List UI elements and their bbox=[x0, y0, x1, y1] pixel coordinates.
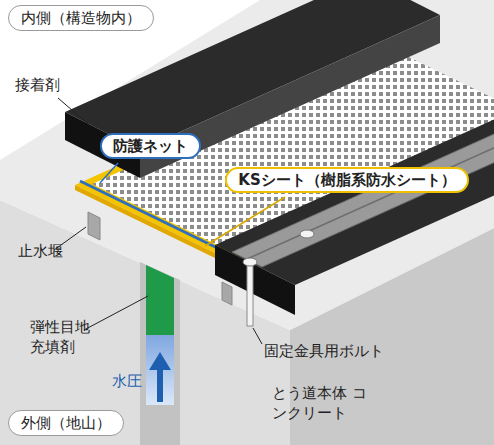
part-label: 止水堰 bbox=[18, 242, 63, 262]
callout-box: 防護ネット bbox=[100, 133, 201, 159]
area-tag: 外側（地山） bbox=[8, 410, 124, 436]
bolt-head bbox=[243, 258, 257, 266]
leader-line bbox=[84, 296, 148, 330]
area-tag: 内側（構造物内） bbox=[8, 5, 154, 31]
box-text: 防護ネット bbox=[113, 137, 188, 155]
bolt-head bbox=[300, 230, 314, 238]
joint-filler bbox=[146, 265, 174, 335]
pressure-arrow bbox=[157, 368, 163, 402]
joint-groove bbox=[140, 262, 180, 445]
leader-line bbox=[205, 197, 285, 246]
leader-line bbox=[253, 328, 262, 344]
box-text: 外側（地山） bbox=[21, 414, 111, 432]
adhesive-top bbox=[215, 110, 494, 285]
leader-line bbox=[58, 98, 88, 124]
callout-box: KSシート（樹脂系防水シート） bbox=[225, 167, 469, 193]
part-label: 弾性目地 充填剤 bbox=[30, 318, 96, 357]
pressure-arrowhead bbox=[149, 352, 171, 370]
leader-line bbox=[100, 163, 118, 183]
water bbox=[146, 335, 174, 405]
water-stop bbox=[222, 282, 232, 305]
bolt-shaft bbox=[247, 264, 253, 326]
part-label: 水圧 bbox=[112, 372, 142, 392]
water-stop bbox=[88, 212, 100, 240]
part-label: とう道本体 コンクリート bbox=[272, 384, 368, 423]
box-text: KSシート（樹脂系防水シート） bbox=[238, 171, 455, 189]
part-label: 接着剤 bbox=[15, 76, 60, 96]
part-label: 固定金具用ボルト bbox=[264, 342, 384, 362]
box-text: 内側（構造物内） bbox=[21, 9, 141, 27]
